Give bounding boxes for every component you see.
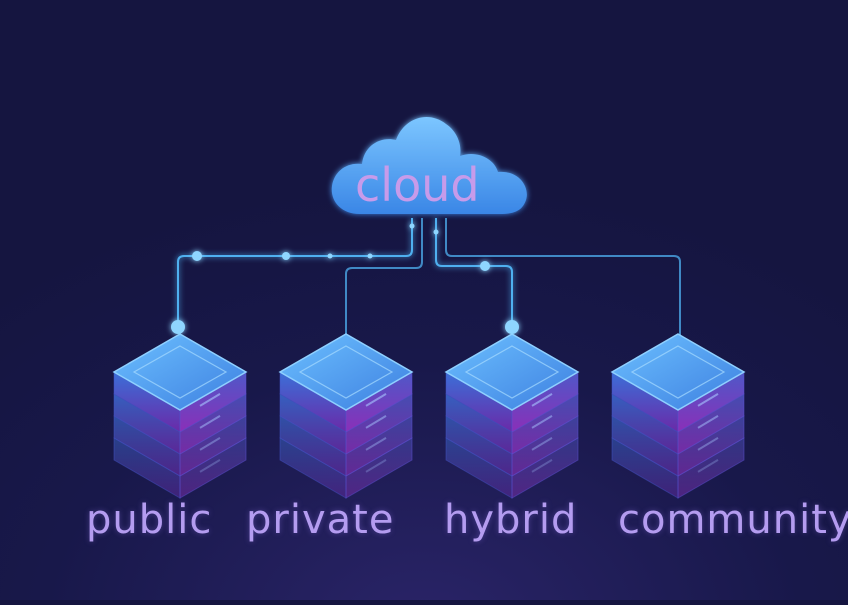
connector-dots [192,223,490,271]
server-hybrid [444,333,580,499]
server-indicator [199,437,221,451]
server-indicator [697,415,719,429]
server-label-community: community [618,497,848,543]
connector-dot [282,252,290,260]
server-indicator [199,459,221,473]
server-top-panel [464,345,560,399]
server-indicator [365,459,387,473]
server-indicator [531,459,553,473]
connector-dot [480,261,490,271]
server-indicator [697,437,719,451]
server-indicator [531,393,553,407]
server-indicator [199,393,221,407]
connector-dot [367,253,373,259]
cloud-icon [331,117,527,214]
server-indicator [697,459,719,473]
server-top-panel [630,345,726,399]
server-label-public: public [86,497,213,543]
server-indicator [199,415,221,429]
server-public [112,333,248,499]
server-private [278,333,414,499]
connector-hybrid [435,218,513,325]
connector-dot [433,229,439,235]
server-top [278,333,414,411]
connectors [177,218,681,340]
server-indicator [531,437,553,451]
servers [112,320,746,499]
connector-dot [192,251,202,261]
server-indicator [365,393,387,407]
server-top [610,333,746,411]
connector-node [505,320,519,334]
connector-private [345,218,423,340]
cloud-label: cloud [355,158,480,212]
connector-dot [409,223,415,229]
server-label-private: private [246,497,395,543]
connector-dot [327,253,333,259]
server-top [112,333,248,411]
server-indicator [531,415,553,429]
connector-node [171,320,185,334]
server-label-hybrid: hybrid [444,497,578,543]
server-top-panel [298,345,394,399]
server-top [444,333,580,411]
connector-public [177,218,413,325]
connector-community [445,218,681,340]
server-indicator [365,437,387,451]
server-indicator [697,393,719,407]
server-top-panel [132,345,228,399]
server-community [610,333,746,499]
server-indicator [365,415,387,429]
